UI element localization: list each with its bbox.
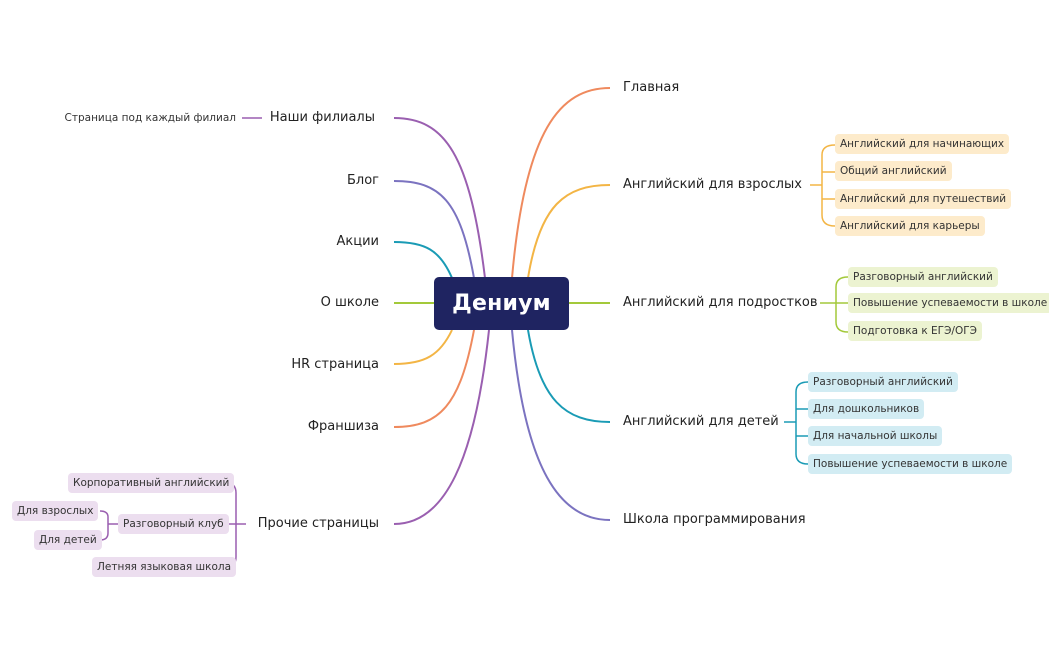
edge-kids: [527, 329, 611, 423]
tag-kids-primary[interactable]: Для начальной школы: [808, 426, 943, 446]
node-blog[interactable]: Блог: [346, 173, 379, 188]
tag-other-corporate[interactable]: Корпоративный английский: [68, 473, 235, 493]
edge-branches: [393, 117, 486, 279]
edge-hr: [393, 329, 453, 365]
tag-kids-school[interactable]: Повышение успеваемости в школе: [808, 454, 1013, 474]
node-franchise[interactable]: Франшиза: [307, 419, 379, 434]
root-node[interactable]: Дениум: [434, 277, 569, 330]
tag-adults-beginners[interactable]: Английский для начинающих: [835, 134, 1010, 154]
edge-blog: [393, 180, 475, 279]
edge-coding: [511, 329, 611, 521]
edge-other: [393, 329, 490, 525]
edge-main: [511, 87, 611, 279]
tag-adults-general[interactable]: Общий английский: [835, 161, 952, 181]
tag-adults-travel[interactable]: Английский для путешествий: [835, 189, 1012, 209]
node-kids[interactable]: Английский для детей: [623, 414, 779, 429]
tag-club-adults[interactable]: Для взрослых: [12, 501, 99, 521]
tag-other-club[interactable]: Разговорный клуб: [118, 514, 229, 534]
tag-teens-school[interactable]: Повышение успеваемости в школе: [848, 293, 1049, 313]
tag-teens-speaking[interactable]: Разговорный английский: [848, 267, 998, 287]
node-hr[interactable]: HR страница: [291, 357, 379, 372]
edge-adults: [527, 184, 611, 279]
node-promo[interactable]: Акции: [336, 234, 380, 249]
node-adults[interactable]: Английский для взрослых: [623, 177, 802, 192]
tag-adults-career[interactable]: Английский для карьеры: [835, 216, 985, 236]
adults-bracket: [810, 144, 836, 227]
edge-franchise: [393, 329, 475, 428]
node-coding[interactable]: Школа программирования: [623, 512, 806, 527]
node-other[interactable]: Прочие страницы: [257, 516, 379, 531]
tag-club-kids[interactable]: Для детей: [34, 530, 102, 550]
kids-bracket: [784, 381, 809, 465]
node-about[interactable]: О школе: [320, 295, 379, 310]
tag-other-summer[interactable]: Летняя языковая школа: [92, 557, 237, 577]
tag-teens-exam[interactable]: Подготовка к ЕГЭ/ОГЭ: [848, 321, 982, 341]
node-main[interactable]: Главная: [623, 80, 680, 95]
other-bracket: [225, 482, 246, 568]
club-bracket: [99, 510, 118, 541]
edge-promo: [393, 241, 453, 279]
node-teens[interactable]: Английский для подростков: [623, 295, 818, 310]
teens-bracket: [820, 276, 849, 333]
node-branches[interactable]: Наши филиалы: [269, 110, 375, 125]
tag-kids-preschool[interactable]: Для дошкольников: [808, 399, 925, 419]
note-branches[interactable]: Страница под каждый филиал: [64, 112, 236, 124]
tag-kids-speaking[interactable]: Разговорный английский: [808, 372, 958, 392]
